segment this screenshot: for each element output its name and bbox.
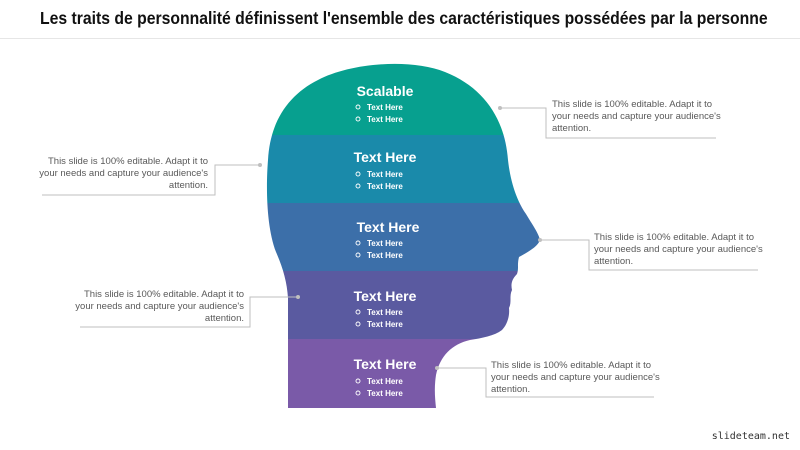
leader-dot-note-5 [435,366,439,370]
band-5-bullet-2-marker [355,390,361,396]
band-3-bullet-2-marker [355,252,361,258]
title-divider [0,38,800,39]
band-1-bullet-1: Text Here [367,103,403,112]
note-1-text: This slide is 100% editable. Adapt it to… [552,99,721,134]
band-3-bullet-2: Text Here [367,251,403,260]
band-1-bullet-2-marker [355,116,361,122]
band-4-title: Text Here [354,288,417,304]
leader-dot-note-4 [296,295,300,299]
leader-dot-note-1 [498,106,502,110]
leader-line-note-5 [437,367,654,398]
band-4-bullet-2: Text Here [367,320,403,329]
band-5-bullet-2: Text Here [367,389,403,398]
band-1-bullet-1-marker [355,104,361,110]
band-4-bullet-1: Text Here [367,308,403,317]
slide-title: Les traits de personnalité définissent l… [40,8,768,28]
band-2-bullet-1-marker [355,171,361,177]
band-2-bullet-1: Text Here [367,170,403,179]
note-4-text: This slide is 100% editable. Adapt it to… [75,289,244,324]
leader-dot-note-3 [538,238,542,242]
band-1-bullet-2: Text Here [367,115,403,124]
band-1-title: Scalable [357,83,414,99]
band-2-title: Text Here [354,149,417,165]
band-2-bullet-2: Text Here [367,182,403,191]
band-4-bullet-2-marker [355,321,361,327]
leader-line-note-1 [500,107,716,139]
head-band-3 [266,203,540,271]
watermark-text: slideteam.net [711,431,790,442]
band-3-title: Text Here [357,219,420,235]
leader-line-note-4 [80,296,298,328]
band-5-bullet-1-marker [355,378,361,384]
head-band-4 [266,271,540,339]
band-3-bullet-1: Text Here [367,239,403,248]
note-5-text: This slide is 100% editable. Adapt it to… [491,360,660,395]
leader-dot-note-2 [258,163,262,167]
note-2-text: This slide is 100% editable. Adapt it to… [39,156,208,191]
band-4-bullet-1-marker [355,309,361,315]
head-band-2 [266,135,540,203]
band-3-bullet-1-marker [355,240,361,246]
band-5-title: Text Here [354,356,417,372]
band-2-bullet-2-marker [355,183,361,189]
leader-line-note-3 [540,239,758,271]
band-5-bullet-1: Text Here [367,377,403,386]
note-3-text: This slide is 100% editable. Adapt it to… [594,232,763,267]
leader-line-note-2 [42,164,260,196]
